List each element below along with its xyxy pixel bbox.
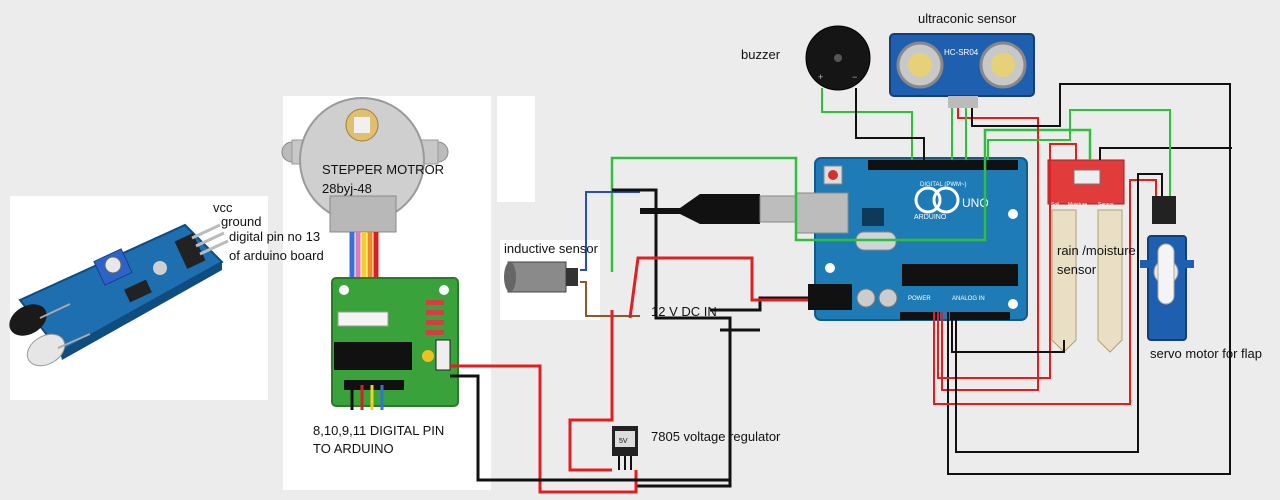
svg-text:+: +: [818, 72, 823, 82]
label-servo-motor: servo motor for flap: [1150, 346, 1262, 361]
label-buzzer: buzzer: [741, 47, 781, 62]
usb-cable: [640, 192, 849, 234]
label-stepper-model: 28byj-48: [322, 181, 372, 196]
label-inductive-sensor: inductive sensor: [504, 241, 598, 256]
rain-board-right: Sensor: [1098, 202, 1114, 208]
label-of-arduino-board: of arduino board: [229, 248, 324, 263]
regulator-mark: 5V: [619, 438, 628, 445]
label-voltage-regulator: 7805 voltage regulator: [651, 429, 781, 444]
dc-jack: [808, 284, 852, 310]
svg-text:−: −: [852, 72, 857, 82]
stepper-driver-board: [331, 277, 459, 410]
label-12v-dc-in: 12 V DC IN: [651, 304, 717, 319]
label-stepper-motor: STEPPER MOTROR: [322, 162, 445, 177]
label-digital-pins: 8,10,9,11 DIGITAL PIN: [313, 423, 445, 438]
hcsr04-text: HC-SR04: [944, 48, 979, 57]
inductive-sensor: [504, 261, 578, 293]
label-ultrasonic-sensor: ultraconic sensor: [918, 11, 1017, 26]
label-ground: ground: [221, 214, 262, 229]
label-to-arduino: TO ARDUINO: [313, 441, 394, 456]
ultrasonic-sensor: HC-SR04: [889, 33, 1035, 108]
label-digital-pin-13: digital pin no 13: [229, 229, 321, 244]
servo-motor: [1140, 196, 1194, 341]
analog-in-text: ANALOG IN: [952, 296, 985, 302]
buzzer: + −: [805, 25, 871, 91]
label-rain-sensor: sensor: [1057, 262, 1097, 277]
rain-board-mid: Moisture: [1068, 202, 1087, 208]
uno-text: UNO: [962, 196, 989, 210]
wiring: [450, 83, 1232, 494]
digital-pwm-text: DIGITAL (PWM~): [920, 182, 967, 188]
ir-sensor-module: [9, 223, 229, 367]
label-vcc: vcc: [213, 200, 233, 215]
rain-moisture-sensor: Soil Moisture Sensor: [1047, 159, 1125, 353]
power-text: POWER: [908, 296, 931, 302]
arduino-brand-text: ARDUINO: [914, 214, 947, 221]
panel-strip: [497, 96, 535, 202]
label-rain-moisture: rain /moisture: [1057, 243, 1136, 258]
voltage-regulator: 5V: [612, 426, 638, 470]
rain-board-left: Soil: [1051, 202, 1059, 208]
stepper-motor: [281, 97, 449, 233]
